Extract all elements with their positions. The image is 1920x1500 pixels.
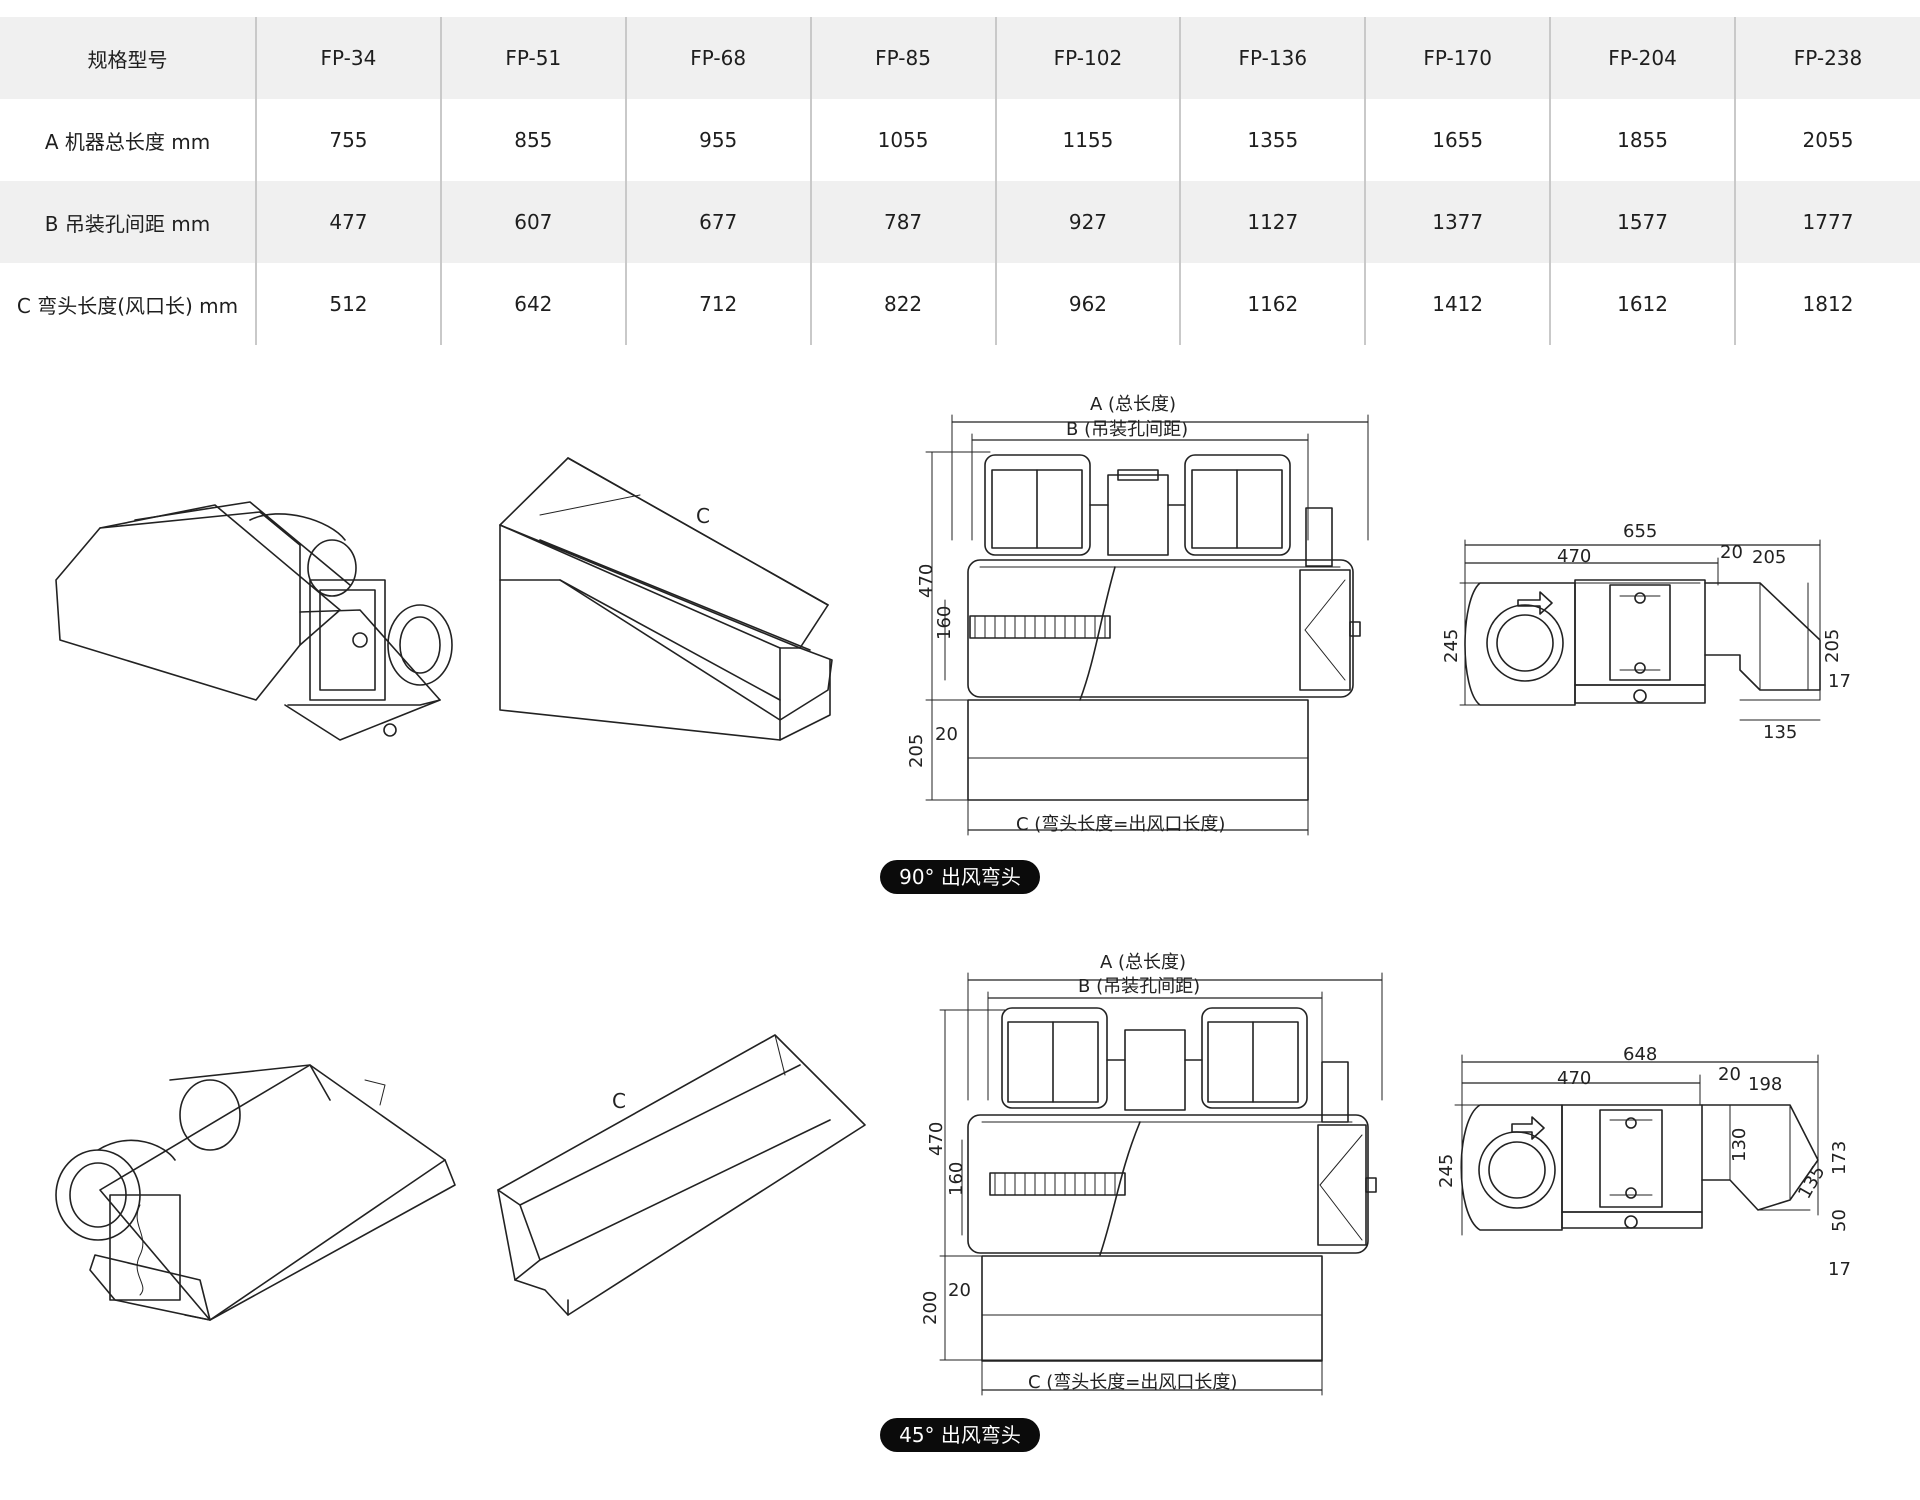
dim-17-label-45: 17 xyxy=(1828,1259,1851,1280)
table-cell: 1155 xyxy=(994,99,1181,181)
dim-205b-label: 205 xyxy=(1822,629,1843,663)
header-cell: FP-68 xyxy=(624,17,811,99)
spec-table: 规格型号 FP-34 FP-51 FP-68 FP-85 FP-102 FP-1… xyxy=(0,17,1920,345)
table-cell: 1127 xyxy=(1179,181,1366,263)
dim-20-label-90: 20 xyxy=(935,724,958,745)
table-cell: 1377 xyxy=(1364,181,1551,263)
table-row: B 吊装孔间距 mm 477 607 677 787 927 1127 1377… xyxy=(0,181,1920,263)
front-view-45 xyxy=(939,972,1383,1396)
table-cell: 1777 xyxy=(1734,181,1920,263)
side-view-90 xyxy=(1459,539,1821,721)
header-cell: FP-85 xyxy=(809,17,996,99)
elbow-45-illustration xyxy=(497,1034,866,1316)
dim-135-label-45: 135 xyxy=(1794,1162,1829,1202)
dim-470-label-45: 470 xyxy=(926,1122,947,1156)
dim-c-label-45: C (弯头长度=出风口长度) xyxy=(1028,1372,1237,1393)
table-cell: 822 xyxy=(809,263,996,345)
table-cell: 1812 xyxy=(1734,263,1920,345)
table-cell: 1055 xyxy=(809,99,996,181)
row-label: A 机器总长度 mm xyxy=(44,129,211,154)
header-cell: FP-136 xyxy=(1179,17,1366,99)
table-cell: 927 xyxy=(994,181,1181,263)
header-cell: FP-204 xyxy=(1549,17,1735,99)
unit-iso-45-illustration xyxy=(55,1064,456,1321)
dim-a-label-45: A (总长度) xyxy=(1100,952,1186,973)
dim-160-label-90: 160 xyxy=(934,606,955,640)
table-cell: 512 xyxy=(255,263,441,345)
table-cell: 1612 xyxy=(1549,263,1735,345)
dim-a-label-90: A (总长度) xyxy=(1090,394,1176,415)
dim-130-label: 130 xyxy=(1729,1128,1750,1162)
dim-245-label-45: 245 xyxy=(1436,1154,1457,1188)
dim-b-label-45: B (吊装孔间距) xyxy=(1078,976,1200,997)
header-cell: FP-34 xyxy=(255,17,441,99)
badge-90-elbow: 90° 出风弯头 xyxy=(880,860,1040,894)
dim-b-label-90: B (吊装孔间距) xyxy=(1066,419,1188,440)
dim-470-side-label-90: 470 xyxy=(1557,546,1591,567)
table-cell: 2055 xyxy=(1734,99,1920,181)
header-cell: FP-170 xyxy=(1364,17,1551,99)
dim-198-label: 198 xyxy=(1748,1074,1782,1095)
table-cell: 1577 xyxy=(1549,181,1735,263)
dim-648-label: 648 xyxy=(1623,1044,1657,1065)
header-cell: FP-51 xyxy=(439,17,626,99)
table-header-row: 规格型号 FP-34 FP-51 FP-68 FP-85 FP-102 FP-1… xyxy=(0,17,1920,99)
table-cell: 962 xyxy=(994,263,1181,345)
row-label: C 弯头长度(风口长) mm xyxy=(16,293,239,318)
header-cell: FP-238 xyxy=(1734,17,1920,99)
dim-245-label-90: 245 xyxy=(1441,629,1462,663)
badge-45-elbow: 45° 出风弯头 xyxy=(880,1418,1040,1452)
table-cell: 787 xyxy=(809,181,996,263)
dim-20-side-label-90: 20 xyxy=(1720,542,1743,563)
dim-470-side-label-45: 470 xyxy=(1557,1068,1591,1089)
table-cell: 855 xyxy=(439,99,626,181)
table-cell: 477 xyxy=(255,181,441,263)
dim-470-label-90: 470 xyxy=(916,564,937,598)
table-cell: 1655 xyxy=(1364,99,1551,181)
elbow-90-c-label: C xyxy=(696,504,710,528)
table-cell: 955 xyxy=(624,99,811,181)
table-cell: 642 xyxy=(439,263,626,345)
dim-17-label-90: 17 xyxy=(1828,671,1851,692)
dim-655-label: 655 xyxy=(1623,521,1657,542)
table-cell: 1855 xyxy=(1549,99,1735,181)
dim-20-side-label-45: 20 xyxy=(1718,1064,1741,1085)
table-cell: 1355 xyxy=(1179,99,1366,181)
front-view-90 xyxy=(925,414,1369,836)
table-row: A 机器总长度 mm 755 855 955 1055 1155 1355 16… xyxy=(0,99,1920,181)
table-cell: 1162 xyxy=(1179,263,1366,345)
dim-173-label: 173 xyxy=(1829,1141,1850,1175)
dim-c-label-90: C (弯头长度=出风口长度) xyxy=(1016,814,1225,835)
table-row: C 弯头长度(风口长) mm 512 642 712 822 962 1162 … xyxy=(0,263,1920,345)
table-cell: 712 xyxy=(624,263,811,345)
dim-20-label-45: 20 xyxy=(948,1280,971,1301)
dim-205a-label: 205 xyxy=(1752,547,1786,568)
header-cell: FP-102 xyxy=(994,17,1181,99)
table-cell: 677 xyxy=(624,181,811,263)
table-cell: 607 xyxy=(439,181,626,263)
dim-200-label-45: 200 xyxy=(920,1291,941,1325)
dim-50-label: 50 xyxy=(1829,1209,1850,1232)
side-view-45 xyxy=(1454,1054,1819,1236)
unit-iso-90-illustration xyxy=(55,501,453,741)
row-label: B 吊装孔间距 mm xyxy=(0,181,256,263)
table-cell: 1412 xyxy=(1364,263,1551,345)
header-cell: 规格型号 xyxy=(0,17,256,99)
table-cell: 755 xyxy=(255,99,441,181)
dim-160-label-45: 160 xyxy=(946,1162,967,1196)
dim-135-label-90: 135 xyxy=(1763,722,1797,743)
elbow-90-illustration xyxy=(499,457,833,741)
dim-205-label-90: 205 xyxy=(906,734,927,768)
elbow-45-c-label: C xyxy=(612,1089,626,1113)
